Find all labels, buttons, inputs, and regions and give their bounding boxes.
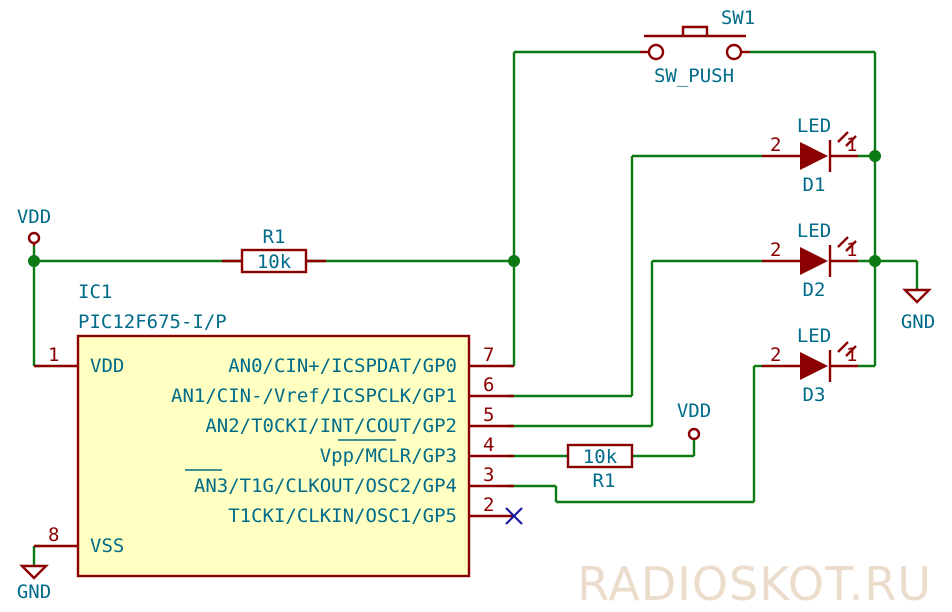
ic-pin-num-8: 8	[48, 524, 59, 546]
d2-emit-arrow	[837, 236, 849, 248]
d2-triangle	[800, 247, 828, 275]
ic-pin-num-7: 7	[483, 344, 494, 366]
junction-d2	[869, 255, 881, 267]
ic-pin-num-6: 6	[483, 374, 494, 396]
d3-emit-arrow	[837, 341, 849, 353]
ic1[interactable]: IC1 PIC12F675-I/P 1 VDD 7 AN0/CIN+/ICSPD…	[34, 281, 523, 578]
r1-top-ref: R1	[263, 226, 286, 248]
vdd-right-circle-icon	[687, 427, 701, 441]
no-connect-mark	[505, 507, 523, 525]
r1-bottom-ref: R1	[593, 470, 616, 492]
d2-ref: D2	[803, 279, 826, 301]
d1-emit-arrow	[845, 135, 857, 147]
ic-pin-name-gp0: AN0/CIN+/ICSPDAT/GP0	[228, 355, 457, 377]
ic-pin-name-vdd: VDD	[90, 355, 124, 377]
ic-body[interactable]	[76, 334, 471, 578]
power-vdd-right[interactable]: VDD	[677, 400, 711, 441]
d2-value: LED	[797, 220, 831, 242]
led-d3[interactable]: 2 1 LED D3	[762, 325, 858, 406]
ic-pin-name-gp1: AN1/CIN-/Vref/ICSPCLK/GP1	[171, 385, 457, 407]
resistor-r1-top[interactable]: R1 10k	[222, 226, 326, 274]
sw1-value: SW_PUSH	[654, 65, 734, 87]
ic-pin-num-2: 2	[483, 494, 494, 516]
r1-top-value: 10k	[257, 251, 292, 273]
ic-ref-label: IC1	[78, 281, 112, 303]
led-d1[interactable]: 2 1 LED D1	[762, 115, 858, 196]
ic-pin-name-vss: VSS	[90, 535, 124, 557]
gnd-left-triangle-icon	[19, 564, 49, 580]
ic-pin-name-gp2: AN2/T0CKI/INT/COUT/GP2	[205, 415, 457, 437]
wires	[32, 50, 919, 566]
d3-emit-arrow	[845, 345, 857, 357]
ic-pin-name-gp4: AN3/T1G/CLKOUT/OSC2/GP4	[194, 475, 457, 497]
ic-pin-name-gp5: T1CKI/CLKIN/OSC1/GP5	[228, 505, 457, 527]
vdd-left-circle-icon	[27, 231, 41, 245]
r1-bottom-body[interactable]	[566, 443, 634, 469]
gnd-left-label: GND	[17, 581, 51, 603]
d3-ref: D3	[803, 384, 826, 406]
gnd-right-label: GND	[901, 311, 935, 333]
power-gnd-left[interactable]: GND	[17, 564, 51, 603]
vdd-left-label: VDD	[17, 206, 51, 228]
ic-pin-num-3: 3	[483, 464, 494, 486]
d2-emit-arrow	[845, 240, 857, 252]
sw1-button-cap	[681, 25, 709, 36]
vdd-right-label: VDD	[677, 400, 711, 422]
sw1-ref: SW1	[721, 7, 755, 29]
sw1-contact-left	[647, 43, 665, 61]
junction-gp0	[508, 255, 520, 267]
junction-d1	[869, 150, 881, 162]
d2-pin-anode: 2	[770, 239, 781, 261]
ic-pin-num-5: 5	[483, 404, 494, 426]
d1-emit-arrow	[837, 131, 849, 143]
junction-vdd	[28, 255, 40, 267]
r1-top-body[interactable]	[240, 248, 308, 274]
d3-pin-anode: 2	[770, 344, 781, 366]
watermark-text: RADIOSKOT.RU	[577, 557, 932, 611]
gnd-right-triangle-icon	[902, 288, 932, 304]
d1-triangle	[800, 142, 828, 170]
ic-pin-num-1: 1	[48, 344, 59, 366]
d3-value: LED	[797, 325, 831, 347]
led-d2[interactable]: 2 1 LED D2	[762, 220, 858, 301]
resistor-r1-bottom[interactable]: 10k R1	[566, 443, 634, 492]
d3-pin-cathode: 1	[846, 344, 857, 366]
d1-pin-anode: 2	[770, 134, 781, 156]
ic-value-label: PIC12F675-I/P	[78, 311, 227, 333]
d1-ref: D1	[803, 174, 826, 196]
d1-value: LED	[797, 115, 831, 137]
switch-sw1[interactable]: SW1 SW_PUSH	[640, 7, 755, 87]
power-vdd-left[interactable]: VDD	[17, 206, 51, 246]
d1-pin-cathode: 1	[846, 134, 857, 156]
ic-pin-num-4: 4	[483, 434, 494, 456]
junctions	[28, 150, 881, 267]
sw1-contact-right	[725, 43, 743, 61]
d2-pin-cathode: 1	[846, 239, 857, 261]
power-gnd-right[interactable]: GND	[901, 288, 935, 333]
d3-triangle	[800, 352, 828, 380]
ic-pin-name-gp3: Vpp/MCLR/GP3	[320, 445, 457, 467]
r1-bottom-value: 10k	[583, 446, 618, 468]
